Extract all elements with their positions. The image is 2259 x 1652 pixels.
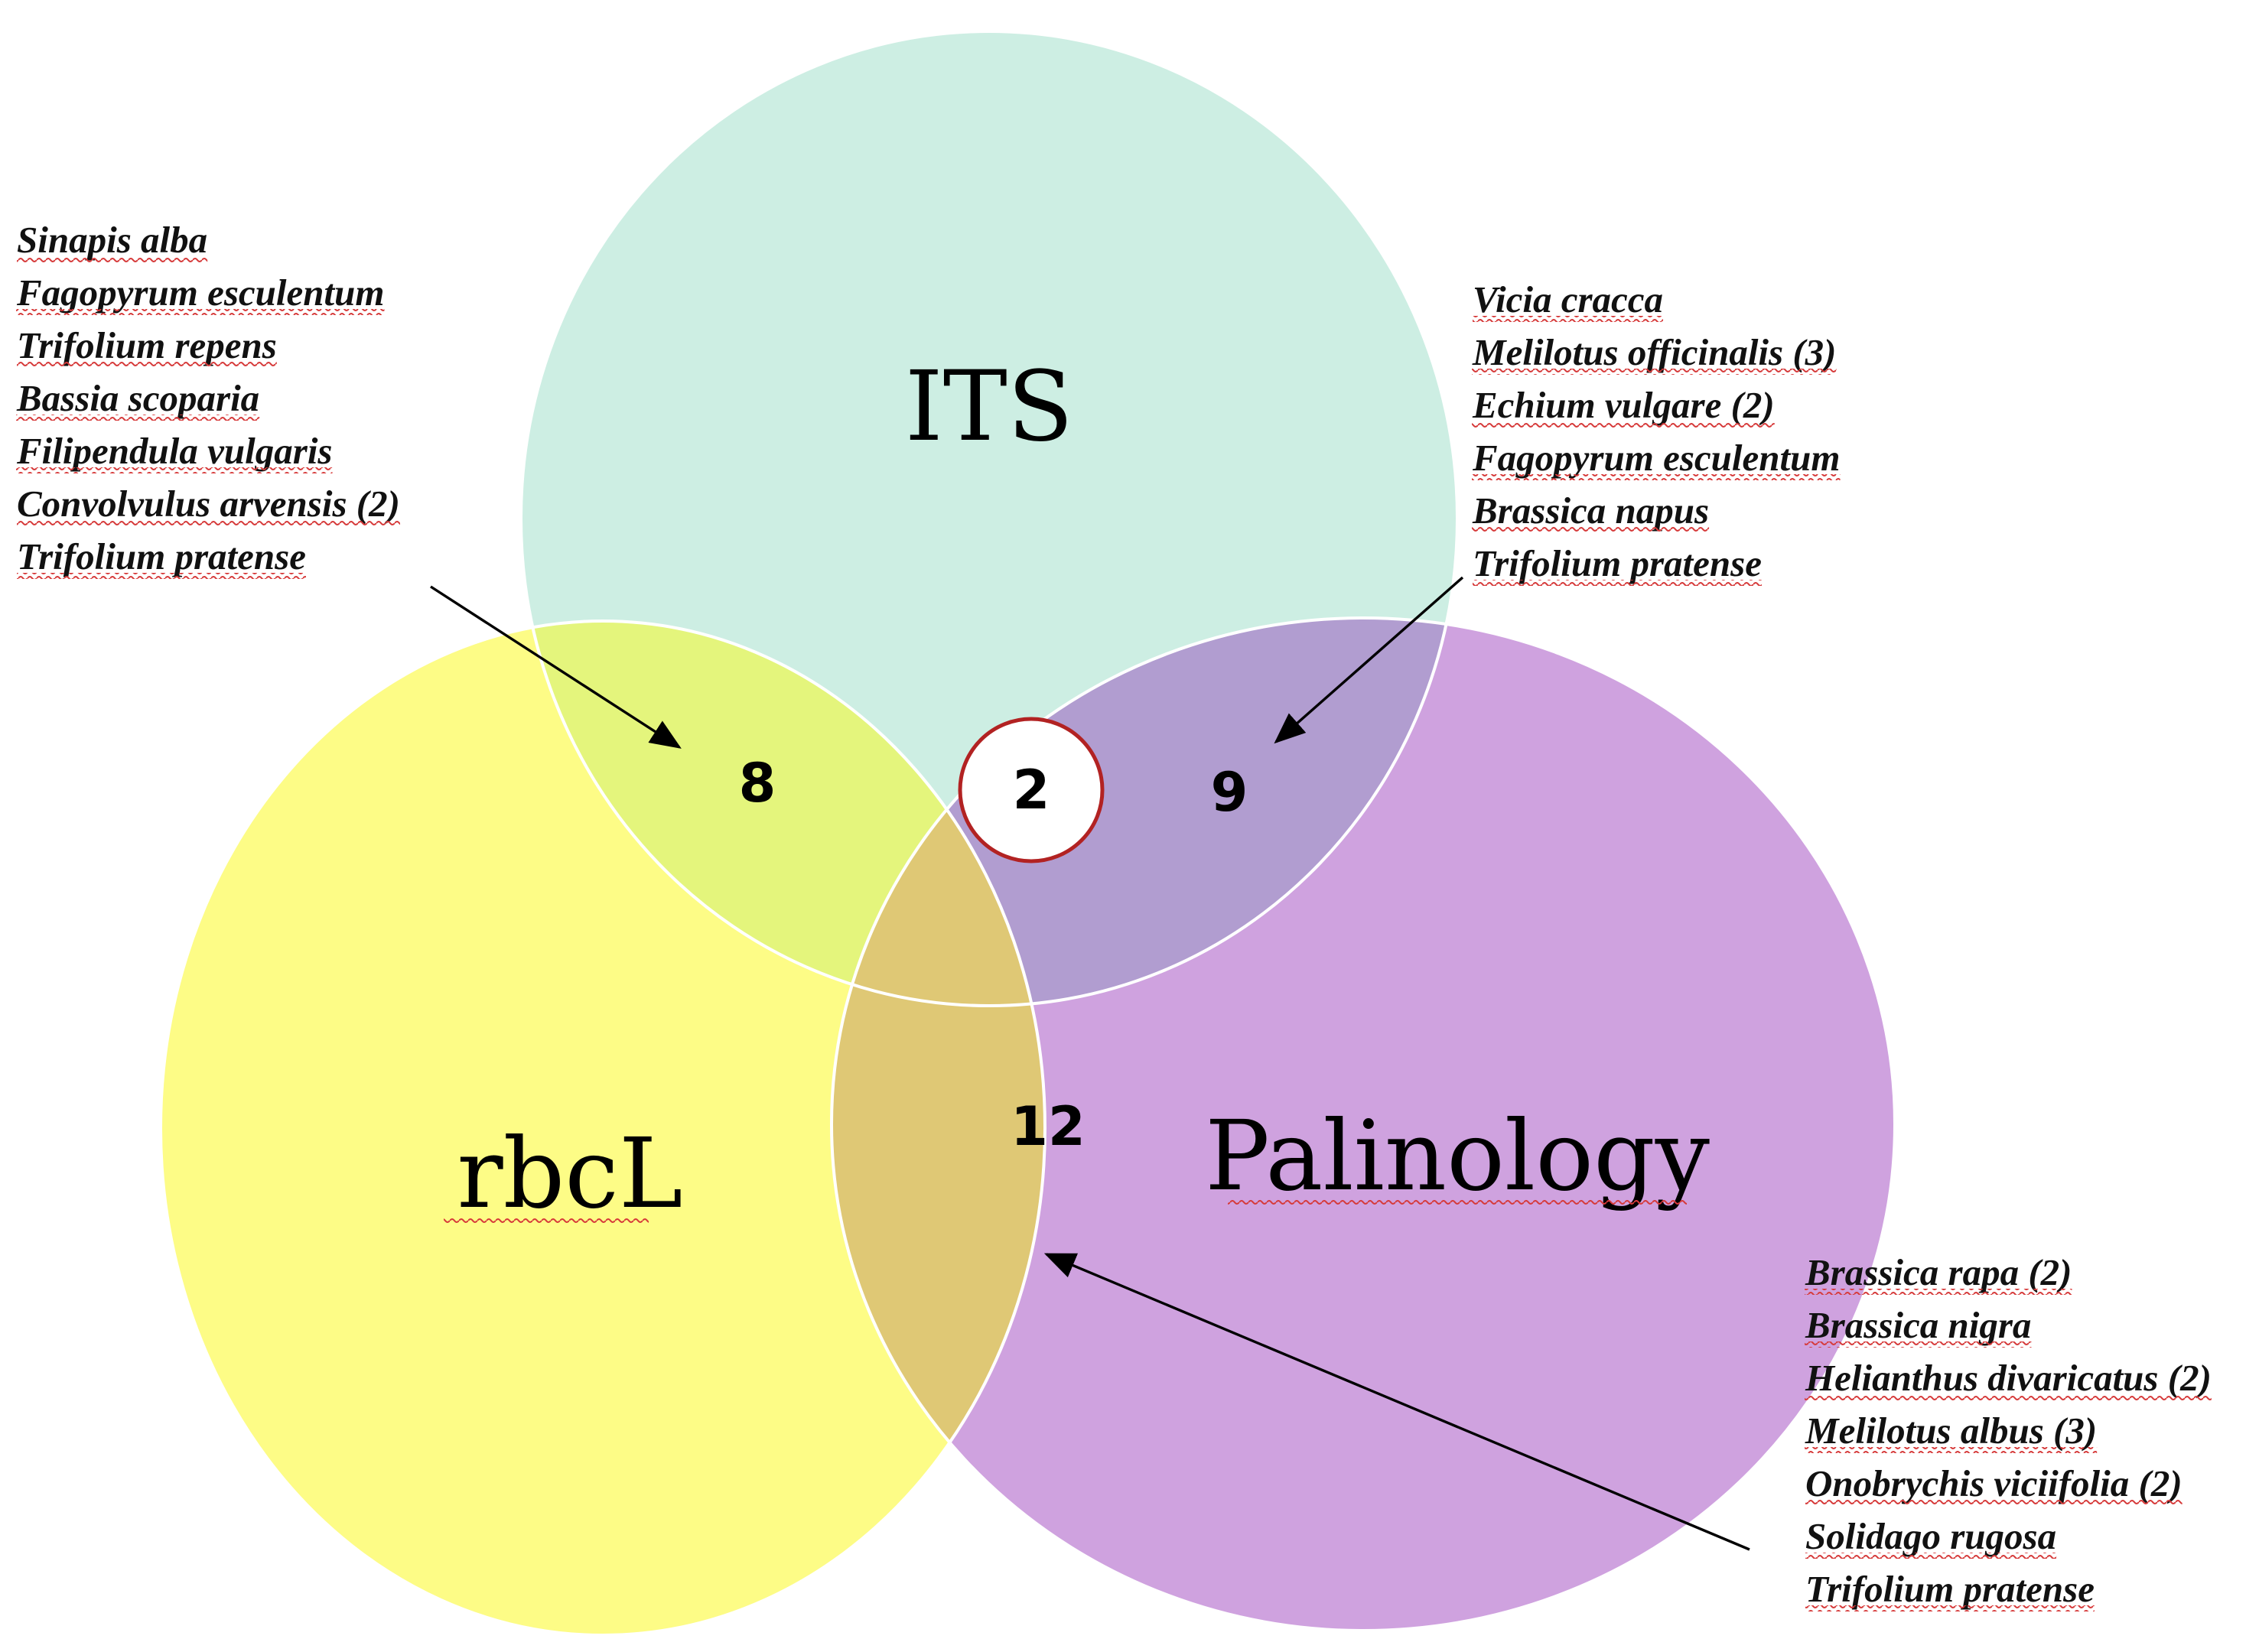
spellcheck-underline	[1472, 369, 1837, 375]
spellcheck-underline	[1805, 1289, 2072, 1295]
arrow-its-palinology	[1274, 576, 1464, 744]
its-palinology-overlap	[832, 618, 1457, 1006]
spellcheck-underline	[1472, 527, 1710, 533]
spellcheck-underline	[1473, 316, 1664, 322]
species-entry: Bassia scoparia	[16, 377, 259, 419]
species-entry: Trifolium pratense	[1805, 1568, 2095, 1610]
rbcl-label: rbcL	[457, 1117, 682, 1230]
count-rbcl-palinology: 12	[1011, 1095, 1085, 1158]
its-label: ITS	[905, 350, 1073, 463]
species-entry: Solidago rugosa	[1805, 1515, 2056, 1557]
species-entry: Filipendula vulgaris	[16, 430, 333, 472]
species-entry: Melilotus officinalis (3)	[1472, 331, 1837, 373]
species-entry: Brassica napus	[1472, 489, 1709, 532]
arrow-rbcl-palinology	[1043, 1253, 1750, 1551]
species-entry: Echium vulgare (2)	[1472, 384, 1775, 426]
species-entry: Trifolium repens	[17, 324, 277, 366]
species-entry: Brassica rapa (2)	[1805, 1251, 2072, 1293]
spellcheck-underline	[1472, 421, 1775, 428]
spellcheck-underline	[16, 467, 333, 473]
spellcheck-underline	[17, 256, 208, 262]
spellcheck-underline	[1805, 1605, 2095, 1611]
spellcheck-underline	[17, 520, 400, 526]
spellcheck-underline	[1472, 474, 1841, 480]
species-entry: Sinapis alba	[17, 219, 207, 261]
spellcheck-underline	[1805, 1500, 2183, 1506]
count-its-palinology: 9	[1211, 761, 1248, 824]
arrow-its-rbcl	[430, 585, 682, 749]
species-entry: Fagopyrum esculentum	[16, 272, 385, 314]
species-entry: Melilotus albus (3)	[1805, 1410, 2097, 1452]
spellcheck-underline	[16, 309, 385, 315]
species-entry: Onobrychis viciifolia (2)	[1805, 1462, 2183, 1504]
spellcheck-underline	[1805, 1394, 2212, 1400]
species-entry: Convolvulus arvensis (2)	[17, 483, 400, 525]
species-entry: Vicia cracca	[1473, 278, 1663, 320]
rbcl-spellcheck-underline	[444, 1218, 649, 1224]
palinology-spellcheck-underline	[1228, 1199, 1687, 1205]
spellcheck-underline	[1473, 580, 1762, 586]
its-rbcl-overlap	[521, 621, 1045, 1006]
species-entry: Helianthus divaricatus (2)	[1805, 1357, 2212, 1399]
species-entry: Trifolium pratense	[17, 535, 306, 577]
count-all-three: 2	[1013, 759, 1050, 821]
spellcheck-underline	[17, 573, 306, 579]
spellcheck-underline	[1805, 1447, 2098, 1453]
palinology-label: Palinology	[1205, 1100, 1710, 1212]
species-list-rbcl-palinology: Brassica rapa (2) Brassica nigraHelianthu…	[1805, 1251, 2212, 1611]
spellcheck-underline	[17, 362, 277, 368]
spellcheck-underline	[1805, 1341, 2032, 1348]
species-entry: Brassica nigra	[1805, 1304, 2031, 1346]
count-its-rbcl: 8	[739, 752, 776, 815]
spellcheck-underline	[1805, 1553, 2057, 1559]
all-three-overlap	[958, 717, 1105, 863]
spellcheck-underline	[16, 415, 260, 421]
species-entry: Trifolium pratense	[1473, 542, 1762, 584]
species-entry: Fagopyrum esculentum	[1472, 437, 1841, 479]
